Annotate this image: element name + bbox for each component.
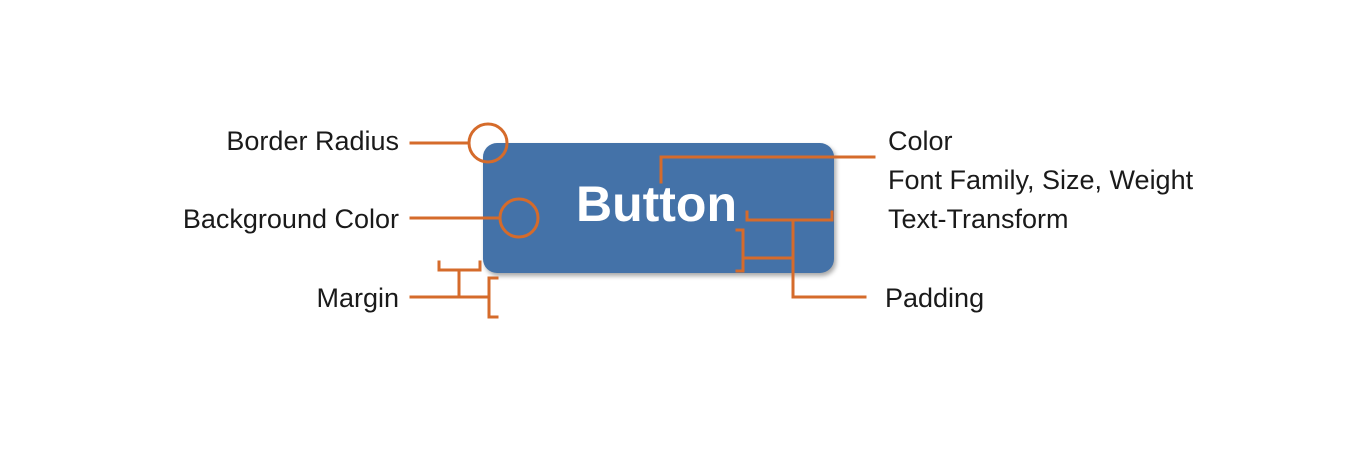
demo-button-label: Button (575, 176, 738, 232)
label-border-radius: Border Radius (226, 126, 399, 156)
label-margin: Margin (316, 283, 399, 313)
label-background-color: Background Color (182, 204, 399, 234)
margin-bracket-top (437, 260, 482, 272)
demo-button[interactable]: Button (483, 143, 834, 273)
label-text-transform: Text-Transform (888, 204, 1069, 234)
margin-bracket-side (487, 276, 499, 319)
label-color: Color (888, 126, 953, 156)
label-padding: Padding (885, 283, 985, 313)
label-font: Font Family, Size, Weight (888, 165, 1194, 195)
